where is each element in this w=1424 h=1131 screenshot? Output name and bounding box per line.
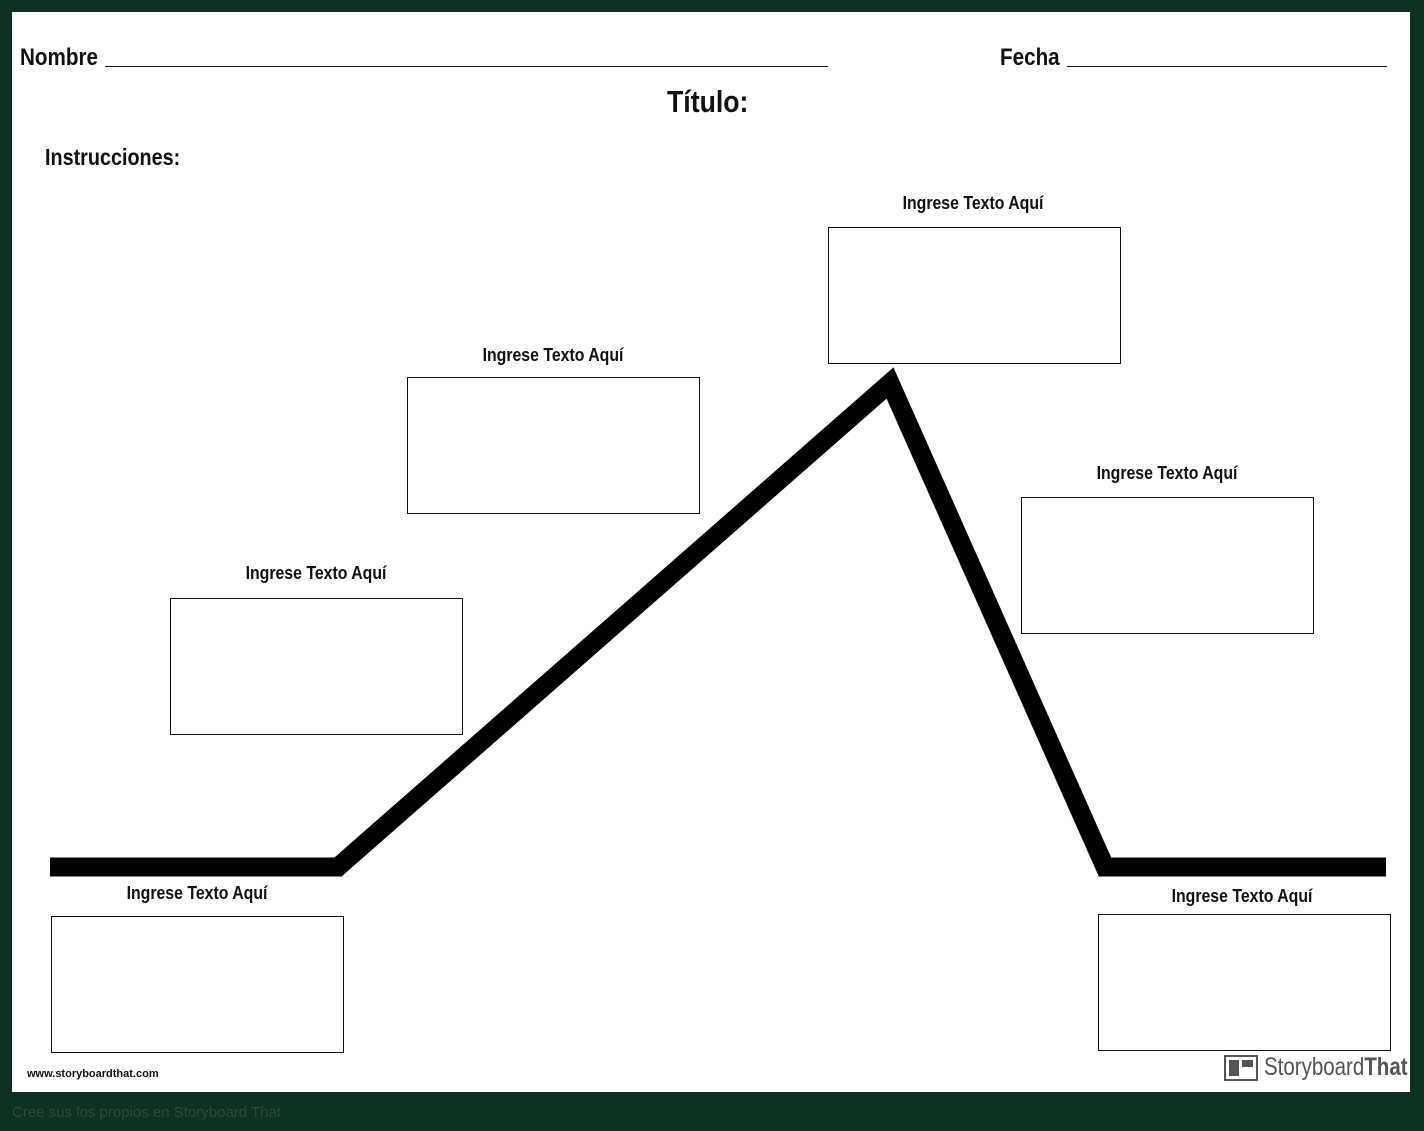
title-label: Título: bbox=[667, 84, 749, 119]
box-label-exposition: Ingrese Texto Aquí bbox=[126, 883, 268, 903]
brand-name-light: Storyboard bbox=[1264, 1053, 1365, 1081]
brand-name-bold: That bbox=[1364, 1053, 1408, 1081]
date-line[interactable] bbox=[1067, 66, 1387, 67]
text-box-rising-action-2[interactable] bbox=[407, 377, 700, 514]
brand-logo: StoryboardThat bbox=[1224, 1053, 1424, 1082]
brand-name: StoryboardThat bbox=[1264, 1053, 1408, 1082]
box-label-resolution: Ingrese Texto Aquí bbox=[1171, 886, 1313, 906]
text-box-rising-action-1[interactable] bbox=[170, 598, 463, 735]
storyboard-icon bbox=[1224, 1054, 1258, 1081]
footer-note: Cree sus los propios en Storyboard That bbox=[12, 1104, 282, 1121]
date-label: Fecha bbox=[1000, 44, 1060, 71]
box-label-rising-action-2: Ingrese Texto Aquí bbox=[482, 345, 624, 365]
name-line[interactable] bbox=[105, 66, 828, 67]
text-box-climax[interactable] bbox=[828, 227, 1121, 364]
site-url: www.storyboardthat.com bbox=[27, 1068, 159, 1080]
name-label: Nombre bbox=[20, 44, 98, 71]
instructions-label: Instrucciones: bbox=[45, 144, 181, 170]
text-box-falling-action[interactable] bbox=[1021, 497, 1314, 634]
box-label-climax: Ingrese Texto Aquí bbox=[902, 193, 1044, 213]
text-box-resolution[interactable] bbox=[1098, 914, 1391, 1051]
text-box-exposition[interactable] bbox=[51, 916, 344, 1053]
box-label-rising-action-1: Ingrese Texto Aquí bbox=[245, 563, 387, 583]
box-label-falling-action: Ingrese Texto Aquí bbox=[1096, 463, 1238, 483]
